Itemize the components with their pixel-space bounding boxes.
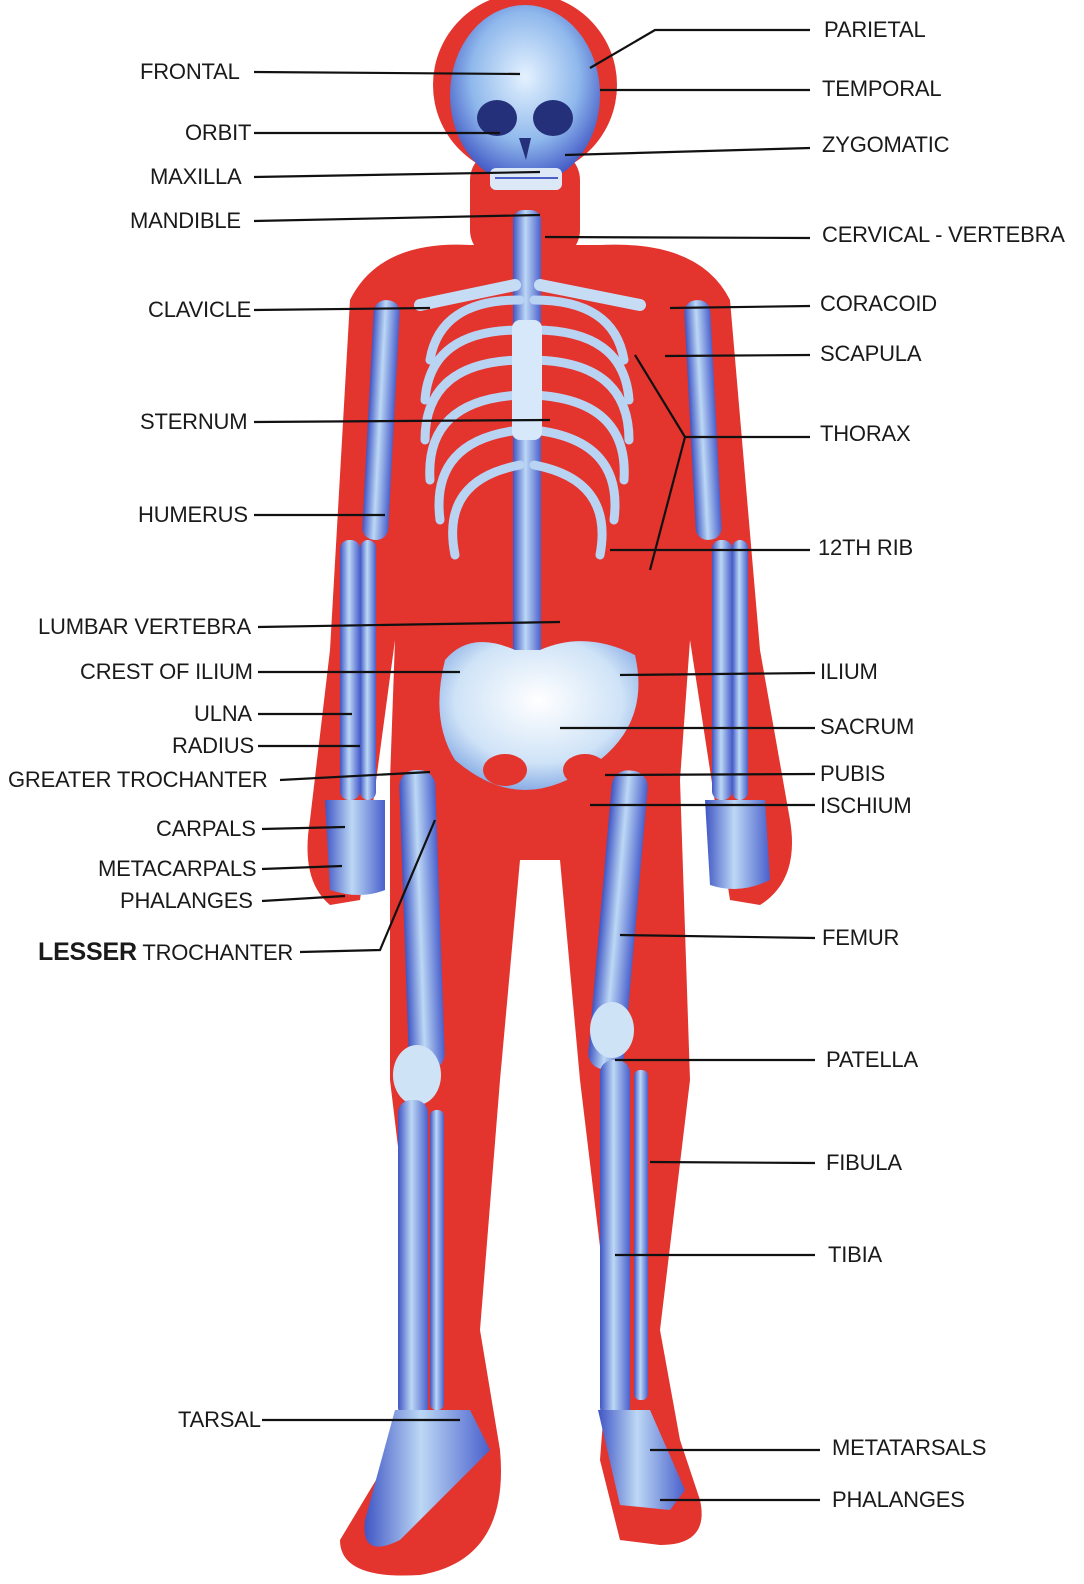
label-zygomatic: ZYGOMATIC — [822, 134, 949, 156]
label-clavicle: CLAVICLE — [148, 299, 251, 321]
leader-fibula — [650, 1162, 815, 1163]
label-orbit: ORBIT — [185, 122, 251, 144]
leader-pubis — [605, 774, 815, 775]
leader-cervical-vertebra — [545, 237, 810, 238]
label-greater-trochanter: GREATER TROCHANTER — [8, 769, 268, 791]
label-lesser-trochanter: LESSER TROCHANTER — [38, 940, 293, 965]
leader-zygomatic — [565, 148, 810, 155]
label-sacrum: SACRUM — [820, 716, 914, 738]
label-metacarpals: METACARPALS — [98, 858, 256, 880]
label-pubis: PUBIS — [820, 763, 885, 785]
label-ilium: ILIUM — [820, 661, 878, 683]
label-parietal: PARIETAL — [824, 19, 926, 41]
label-12th-rib: 12TH RIB — [818, 537, 913, 559]
label-phalanges-foot: PHALANGES — [832, 1489, 965, 1511]
leader-scapula — [665, 355, 810, 356]
label-crest-of-ilium: CREST OF ILIUM — [80, 661, 253, 683]
label-lesser-bold: LESSER — [38, 938, 137, 966]
label-mandible: MANDIBLE — [130, 210, 241, 232]
label-patella: PATELLA — [826, 1049, 918, 1071]
label-cervical-vertebra: CERVICAL - VERTEBRA — [822, 224, 1065, 246]
leader-parietal — [590, 30, 810, 68]
legs-graphic — [364, 769, 685, 1547]
label-ulna: ULNA — [194, 703, 252, 725]
label-frontal: FRONTAL — [140, 61, 240, 83]
label-radius: RADIUS — [172, 735, 254, 757]
skull-graphic — [450, 5, 600, 190]
label-thorax: THORAX — [820, 423, 910, 445]
label-lumbar-vertebra: LUMBAR VERTEBRA — [38, 616, 251, 638]
label-fibula: FIBULA — [826, 1152, 902, 1174]
label-lesser-rest: TROCHANTER — [137, 940, 293, 965]
label-humerus: HUMERUS — [138, 504, 248, 526]
label-tarsal: TARSAL — [178, 1409, 261, 1431]
label-femur: FEMUR — [822, 927, 899, 949]
label-carpals: CARPALS — [156, 818, 256, 840]
label-scapula: SCAPULA — [820, 343, 921, 365]
label-ischium: ISCHIUM — [820, 795, 912, 817]
label-phalanges-hand: PHALANGES — [120, 890, 253, 912]
label-metatarsals: METATARSALS — [832, 1437, 986, 1459]
label-coracoid: CORACOID — [820, 293, 937, 315]
label-temporal: TEMPORAL — [822, 78, 941, 100]
label-tibia: TIBIA — [828, 1244, 882, 1266]
label-sternum: STERNUM — [140, 411, 247, 433]
label-maxilla: MAXILLA — [150, 166, 242, 188]
